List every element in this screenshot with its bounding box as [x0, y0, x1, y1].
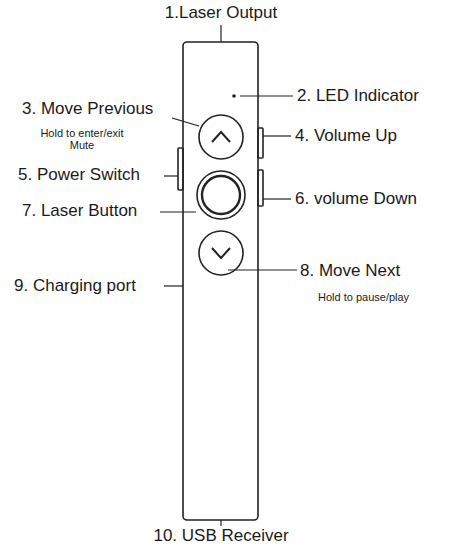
laser-button-inner: [202, 176, 240, 214]
led-dot: [232, 94, 236, 98]
remote-body: [183, 42, 258, 520]
laser-button: [197, 171, 245, 219]
hint-text: Hold to enter/exit Mute: [32, 127, 132, 151]
previous-button: [199, 115, 243, 159]
part-label: 3. Move Previous: [22, 100, 153, 119]
part-label: 2. LED Indicator: [297, 87, 419, 106]
part-label: 6. volume Down: [295, 190, 417, 209]
part-label: 7. Laser Button: [22, 202, 137, 221]
next-button: [199, 231, 243, 275]
hint-text: Hold to pause/play: [318, 291, 409, 303]
up-chevron: [212, 132, 230, 142]
down-chevron: [212, 248, 230, 258]
volume-up-key: [258, 128, 263, 158]
volume-down-key: [258, 170, 263, 206]
power-switch: [178, 148, 183, 190]
part-label: 4. Volume Up: [295, 127, 397, 146]
part-label: 8. Move Next: [300, 262, 400, 281]
leader-lines: [160, 25, 297, 526]
part-label: 10. USB Receiver: [153, 527, 288, 546]
part-label: 1.Laser Output: [165, 4, 277, 23]
part-label: 9. Charging port: [14, 277, 136, 296]
part-label: 5. Power Switch: [18, 166, 140, 185]
